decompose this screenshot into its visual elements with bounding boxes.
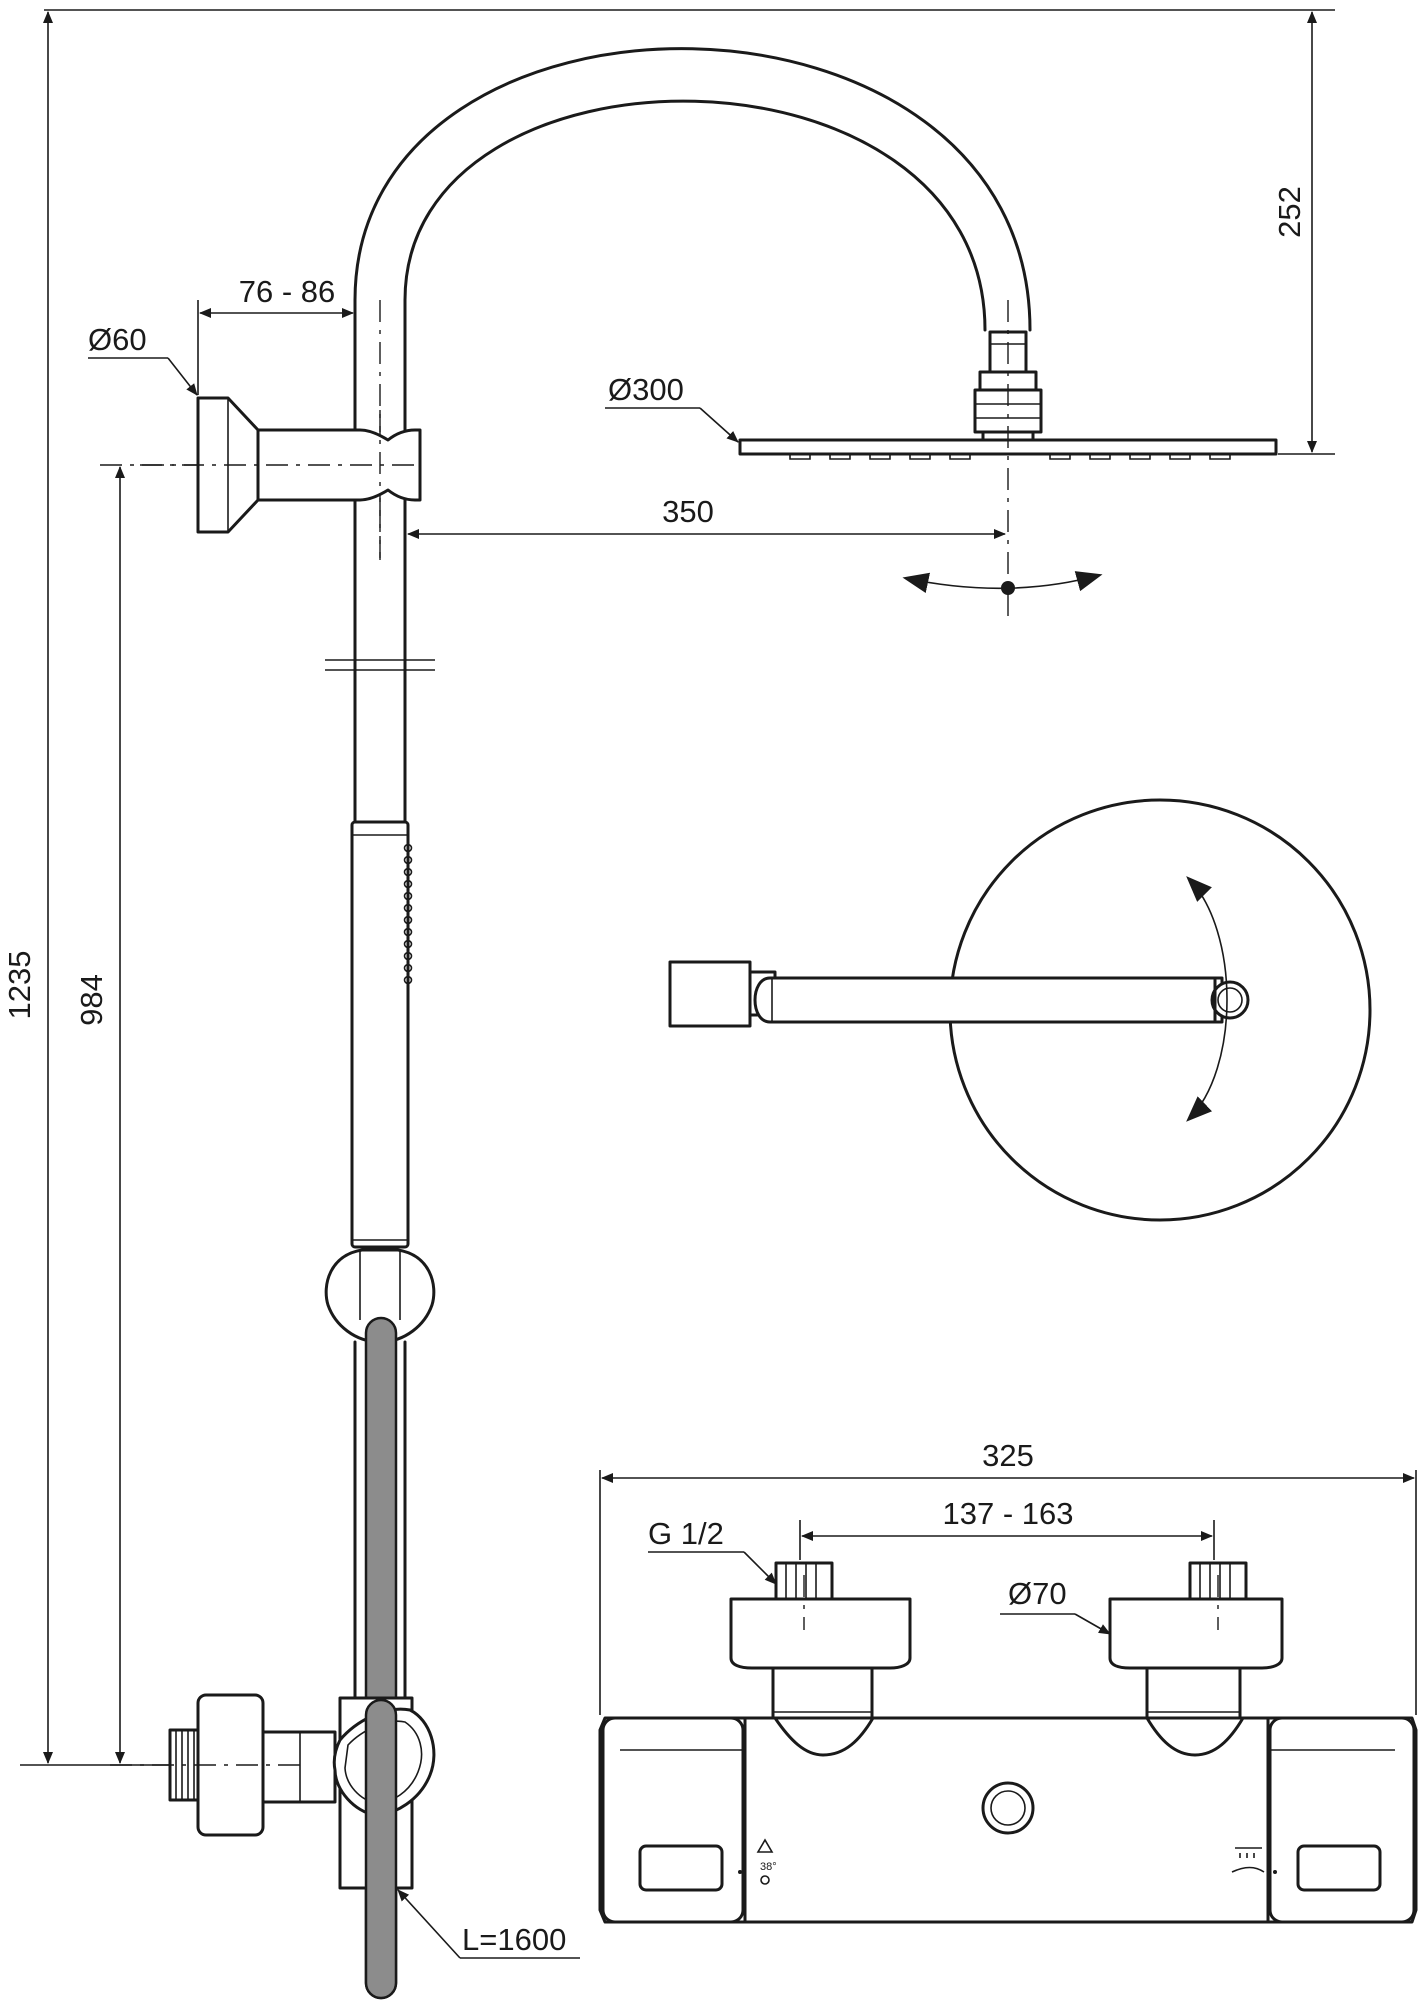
wall-height-label: 984 [74,974,109,1026]
hose-length-label: L=1600 [462,1922,566,1957]
head-diameter-callout: Ø300 [605,372,739,443]
wall-flange-diameter-label: Ø60 [88,322,147,357]
arm-rise-label: 252 [1272,186,1307,238]
wall-flange-diameter-callout: Ø60 [88,322,198,396]
rain-head-nozzles [789,454,1231,460]
mixer-front-view: 325 137 - 163 [598,1438,1418,1924]
total-height-label: 1235 [2,951,37,1020]
arm-projection-label: 350 [662,494,714,529]
bracket-offset-dimension: 76 - 86 [197,274,354,395]
eccentric-diameter-label: Ø70 [1008,1576,1067,1611]
total-height-dimension: 1235 [2,9,640,1766]
hose-length-callout: L=1600 [397,1889,580,1959]
top-view [668,798,1372,1222]
head-diameter-label: Ø300 [608,372,684,407]
inlet-centers-label: 137 - 163 [943,1496,1074,1531]
mixer-width-label: 325 [982,1438,1034,1473]
hand-shower-nozzles [403,843,413,985]
arm-rise-dimension: 252 [640,9,1335,455]
wall-height-dimension: 984 [74,464,260,1764]
bracket-offset-label: 76 - 86 [239,274,336,309]
temperature-marking: 38° [760,1861,777,1873]
shower-column [110,47,1278,2000]
arm-projection-dimension: 350 [407,494,1006,539]
inlet-thread-label: G 1/2 [648,1516,724,1551]
